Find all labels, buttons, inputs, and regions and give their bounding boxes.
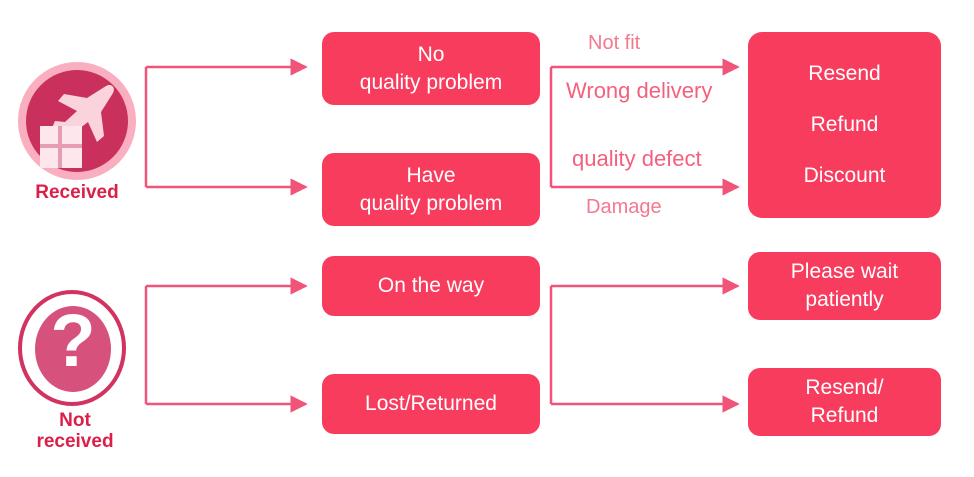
box-line-2: Refund (810, 404, 879, 427)
box-line-1: Have (406, 163, 456, 187)
icon-ring-fill (35, 306, 111, 392)
reason-label-not-fit: Not fit (588, 32, 641, 54)
box-on-the-way[interactable]: On the way (322, 256, 540, 316)
box-line-2: Refund (810, 112, 879, 136)
connector-not-received-branch (144, 277, 308, 413)
status-label-not-received-line1: Not (59, 410, 91, 431)
status-label-not-received-line2: received (36, 431, 114, 452)
status-label-received: Received (35, 182, 119, 203)
box-line-2: quality problem (359, 191, 503, 215)
question-mark-icon: ? (16, 290, 134, 408)
box-line-1: Lost/Returned (365, 392, 497, 415)
box-have-quality-problem[interactable]: Have quality problem (322, 153, 540, 226)
box-line-1: No (417, 42, 445, 66)
box-line-3: Discount (803, 164, 886, 188)
box-line-2: quality problem (359, 70, 503, 94)
connector-received-branch (144, 58, 308, 196)
airplane-package-glyph (40, 84, 114, 168)
box-line-1: Resend/ (805, 376, 884, 399)
airplane-package-icon (18, 62, 136, 180)
icon-ring (18, 290, 126, 406)
box-line-2: patiently (805, 288, 884, 311)
status-label-not-received: Not received (0, 410, 150, 452)
status-node-not-received[interactable]: ? Not received (0, 290, 150, 452)
box-line-1: Resend (808, 61, 881, 85)
box-resend-refund[interactable]: Resend/ Refund (748, 368, 941, 436)
reason-label-quality-defect: quality defect (572, 146, 702, 171)
status-node-received[interactable]: Received (2, 62, 152, 203)
connector-outcomes-branch (549, 277, 740, 413)
reason-label-wrong-delivery: Wrong delivery (566, 78, 713, 103)
box-no-quality-problem[interactable]: No quality problem (322, 32, 540, 105)
box-resend-refund-discount[interactable]: Resend Refund Discount (748, 32, 941, 218)
box-lost-returned[interactable]: Lost/Returned (322, 374, 540, 434)
reason-label-damage: Damage (586, 196, 662, 218)
box-line-1: Please wait (790, 260, 899, 283)
question-mark-glyph: ? (50, 299, 96, 382)
box-line-1: On the way (377, 274, 485, 297)
box-please-wait-patiently[interactable]: Please wait patiently (748, 252, 941, 320)
